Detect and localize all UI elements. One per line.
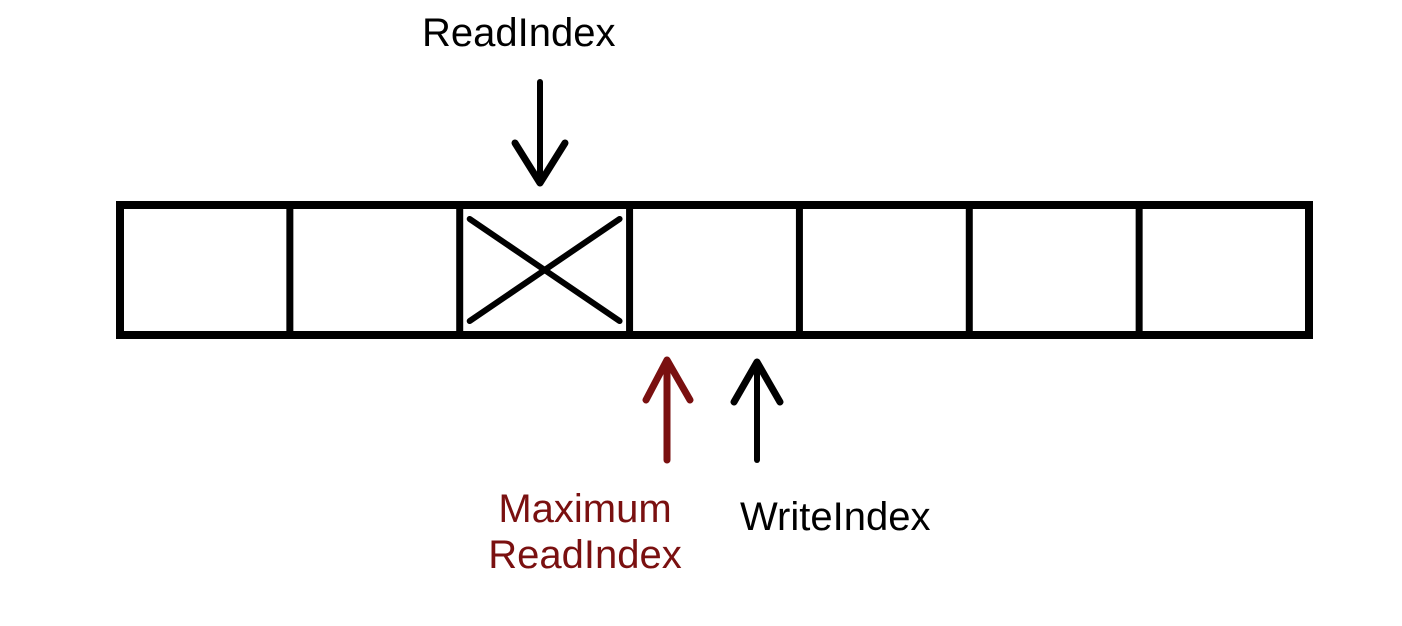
read-index-label: ReadIndex: [422, 11, 616, 55]
write-index-label: WriteIndex: [740, 495, 931, 539]
read-index-arrow: [511, 79, 569, 187]
buffer-slot: [290, 205, 460, 335]
maximum-read-index-arrow: [642, 356, 694, 464]
consumed-slot-cross-stroke: [466, 216, 623, 324]
buffer-slot: [120, 205, 290, 335]
maximum-read-index-label: Maximum ReadIndex: [420, 486, 750, 578]
buffer-slot: [1139, 205, 1309, 335]
write-index-arrow: [730, 358, 784, 463]
buffer-frame: [116, 201, 1313, 339]
buffer-slot: [630, 205, 800, 335]
buffer-slot: [969, 205, 1139, 335]
buffer-slots: [116, 201, 1313, 339]
maximum-read-index-label-line2: ReadIndex: [488, 533, 682, 577]
maximum-read-index-label-line1: Maximum: [498, 487, 672, 531]
buffer-slot: [799, 205, 969, 335]
consumed-slot-cross: [466, 216, 623, 324]
